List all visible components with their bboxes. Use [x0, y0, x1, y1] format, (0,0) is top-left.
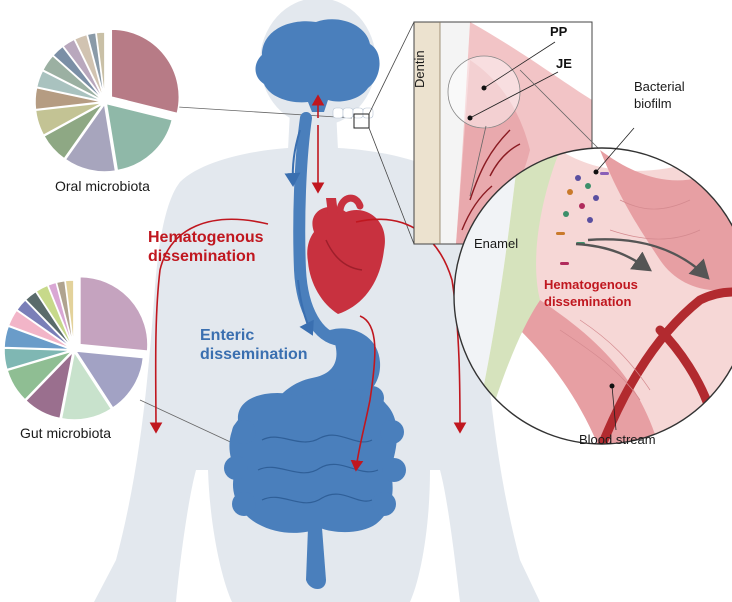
oral-pie-slice	[110, 28, 180, 115]
oral-pie-slice	[64, 102, 117, 173]
zoom-hematogenous-line1: Hematogenous	[544, 277, 638, 292]
hematogenous-label: Hematogenous dissemination	[148, 228, 264, 266]
magnifier-line-top	[519, 69, 601, 151]
dentin-label: Dentin	[412, 50, 427, 88]
zoom-selection-box	[353, 113, 370, 129]
je-leader	[469, 71, 559, 119]
hematogenous-label-line1: Hematogenous	[148, 229, 264, 246]
oral-microbiota-label: Oral microbiota	[55, 178, 150, 194]
enamel-label: Enamel	[474, 236, 519, 251]
biofilm-leader	[595, 127, 635, 173]
bacterial-biofilm-label: Bacterial biofilm	[634, 78, 685, 112]
zoom-line-top	[368, 21, 415, 115]
gut-pie-slice	[60, 350, 113, 421]
hematogenous-arrows	[149, 94, 467, 472]
enteric-label-line2: dissemination	[200, 346, 308, 363]
esophagus	[293, 112, 346, 346]
dissemination-arrow-2	[587, 238, 710, 280]
teeth-icon	[332, 107, 374, 119]
gut-pie-slice	[64, 279, 75, 349]
enteric-label: Enteric dissemination	[200, 326, 308, 364]
hematogenous-label-line2: dissemination	[148, 248, 256, 265]
pp-label: PP	[550, 24, 568, 39]
brain-icon	[255, 19, 380, 112]
blood-stream-dot	[609, 383, 615, 389]
oral-connector-line	[177, 106, 353, 119]
enteric-label-line1: Enteric	[200, 327, 255, 344]
oral-pie-slice	[105, 102, 174, 172]
je-dot	[467, 115, 473, 121]
bacterial-biofilm-line2: biofilm	[634, 96, 672, 111]
gut-pie-slice	[79, 275, 149, 352]
blood-stream-label: Blood stream	[579, 432, 656, 447]
oral-microbiota-pie	[34, 28, 180, 173]
magnifier-line-bottom	[469, 125, 487, 197]
gut-pie-slice	[74, 350, 145, 410]
gut-microbiota-pie	[3, 275, 149, 421]
pp-dot	[481, 85, 487, 91]
heart-icon	[307, 194, 385, 314]
enteric-arrow-lower	[297, 279, 314, 336]
zoom-hematogenous-label: Hematogenous dissemination	[544, 276, 638, 310]
blood-stream-leader	[611, 385, 617, 431]
zoom-hematogenous-line2: dissemination	[544, 294, 632, 309]
je-label: JE	[556, 56, 572, 71]
bacterial-biofilm-line1: Bacterial	[634, 79, 685, 94]
oral-pie-slice	[95, 31, 106, 101]
dissemination-arrow-1	[575, 242, 652, 272]
gut-microbiota-label: Gut microbiota	[20, 425, 112, 441]
gut-pie-slice	[6, 349, 75, 401]
biofilm-dot	[593, 169, 599, 175]
gut-pie-slice	[24, 349, 75, 420]
oral-pie-slice	[42, 102, 105, 160]
pp-leader	[483, 41, 556, 89]
enteric-arrow-upper	[284, 129, 301, 187]
